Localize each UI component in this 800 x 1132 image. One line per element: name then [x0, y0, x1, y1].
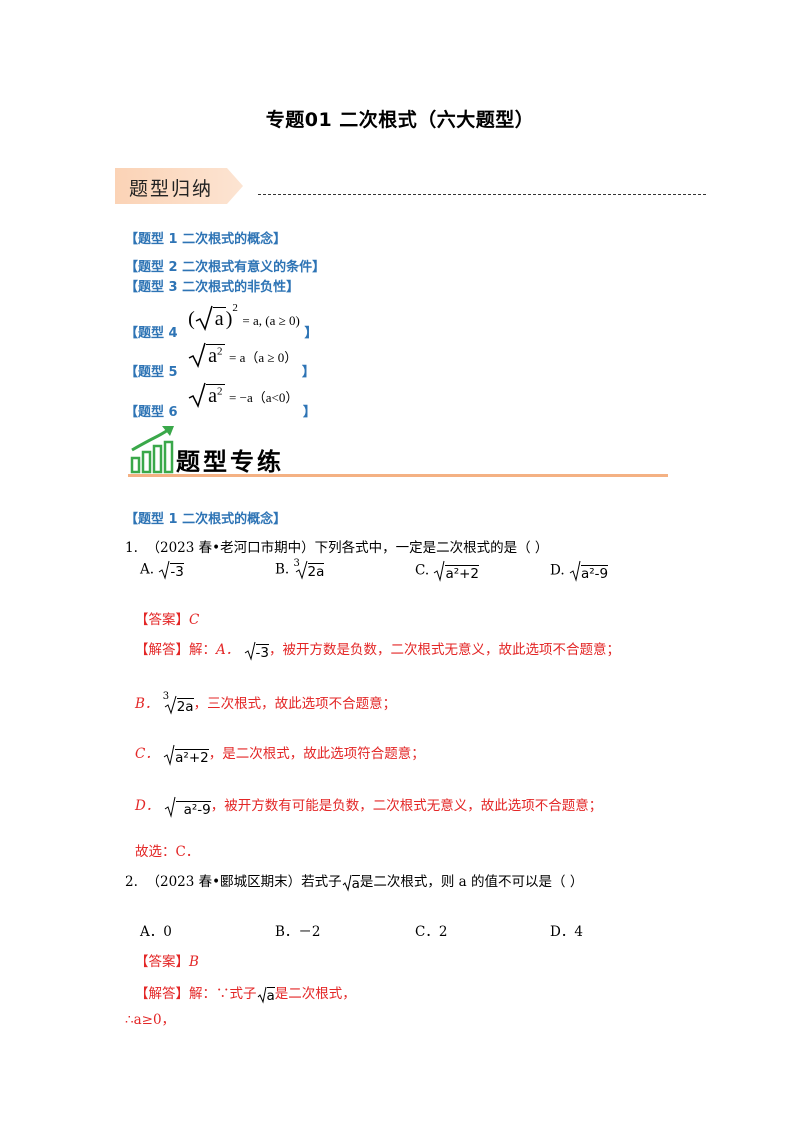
page-title: 专题01 二次根式（六大题型） — [265, 109, 535, 131]
q2-option-d[interactable]: D．4 — [550, 924, 583, 940]
section-banner-summary: 题型归纳 — [115, 168, 245, 204]
q1-explanation-c: C． a²+2，是二次根式，故此选项符合题意； — [135, 742, 425, 766]
radical-sign — [163, 744, 175, 766]
radical-sign — [164, 695, 177, 715]
radical-sign — [342, 874, 352, 892]
radical-sign — [434, 560, 445, 582]
radical-sign — [159, 560, 170, 580]
radical-sign — [188, 342, 206, 369]
formula-sqrt-a2-pos: a2 — [188, 342, 225, 369]
banner-arrow-shape — [115, 168, 243, 204]
q1-explanation-d: D． a²-9，被开方数有可能是负数，二次根式无意义，故此选项不合题意； — [135, 794, 602, 818]
q1-answer: 【答案】C — [135, 612, 200, 628]
q2-explanation-line2: ∴a≥0， — [125, 1012, 176, 1028]
q2-answer: 【答案】B — [135, 954, 199, 970]
growth-chart-icon — [130, 426, 174, 474]
banner-label: 题型归纳 — [129, 178, 214, 200]
toc-item-6[interactable]: 【题型 6 a2 = −a（a<0） 】 — [125, 382, 316, 420]
radical-sign — [188, 382, 206, 409]
q1-conclusion: 故选：C． — [135, 844, 200, 860]
toc-item-5[interactable]: 【题型 5 a2 = a（a ≥ 0） 】 — [125, 342, 315, 380]
q1-option-c[interactable]: C. a²+2 — [415, 560, 480, 582]
section-banner-practice: 题型专练 — [128, 424, 668, 479]
q1-option-d[interactable]: D. a²-9 — [550, 560, 609, 582]
toc-item-2[interactable]: 【题型 2 二次根式有意义的条件】 — [125, 260, 326, 275]
radical-sign — [164, 796, 176, 818]
formula-sqrt-a2-neg: a2 — [188, 382, 225, 409]
banner-label: 题型专练 — [176, 447, 284, 476]
radical-sign — [195, 305, 213, 332]
q2-option-c[interactable]: C．2 — [415, 924, 448, 940]
orange-divider — [128, 474, 668, 477]
radical-sign — [569, 560, 581, 582]
toc-item-3[interactable]: 【题型 3 二次根式的非负性】 — [125, 280, 300, 295]
radical-sign — [257, 986, 266, 1004]
q2-option-a[interactable]: A．0 — [140, 924, 172, 940]
radical-sign — [244, 641, 256, 661]
section-heading: 【题型 1 二次根式的概念】 — [125, 512, 287, 527]
formula-sqrt-a-squared: (a)2 — [188, 302, 238, 332]
question-1: 1. （2023 春•老河口市期中）下列各式中，一定是二次根式的是（ ） — [125, 540, 549, 556]
toc-item-1[interactable]: 【题型 1 二次根式的概念】 — [125, 232, 287, 247]
q1-option-a[interactable]: A. -3 — [140, 560, 184, 580]
radical-sign — [295, 560, 307, 580]
dashed-divider — [258, 194, 706, 195]
q1-explanation-a: 【解答】解：A． -3，被开方数是负数，二次根式无意义，故此选项不合题意； — [135, 641, 621, 661]
toc-item-4[interactable]: 【题型 4 (a)2 = a, (a ≥ 0) 】 — [125, 302, 318, 341]
q2-option-b[interactable]: B．－2 — [275, 924, 321, 940]
